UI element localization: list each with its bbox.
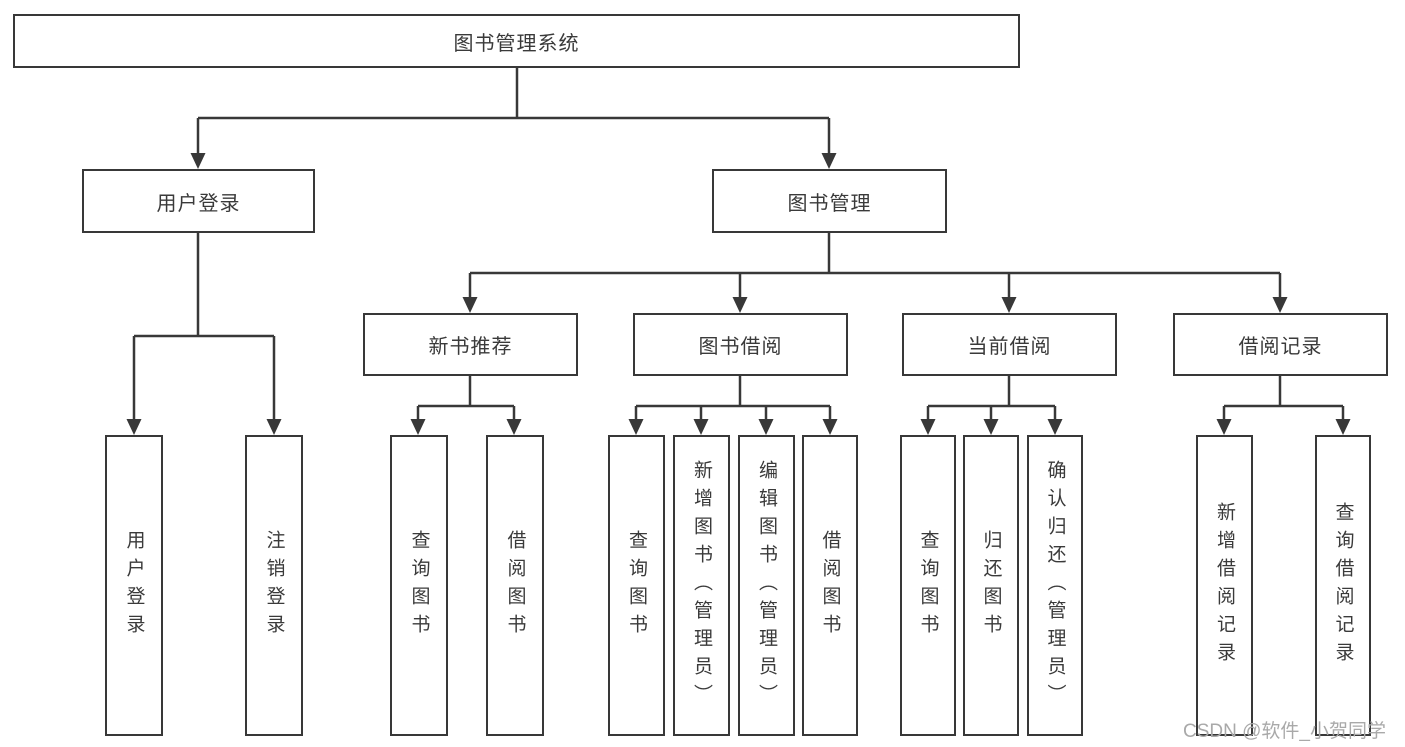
leaf-query-borrow-record: 查询借阅记录 bbox=[1315, 435, 1371, 736]
leaf-query-books-recommend: 查询图书 bbox=[390, 435, 448, 736]
connector-borrow-records-to-leaves bbox=[1222, 376, 1345, 421]
leaf-return-books: 归还图书 bbox=[963, 435, 1019, 736]
arrowhead bbox=[758, 419, 774, 435]
arrowhead bbox=[822, 419, 838, 435]
leaf-user-login: 用户登录 bbox=[105, 435, 163, 736]
arrowhead bbox=[410, 419, 426, 435]
arrowhead bbox=[126, 419, 142, 435]
connector-root-to-level2 bbox=[196, 68, 831, 155]
leaf-borrow-books: 借阅图书 bbox=[802, 435, 858, 736]
leaf-add-books-admin: 新增图书（管理员） bbox=[673, 435, 730, 736]
leaf-edit-books-admin: 编辑图书（管理员） bbox=[738, 435, 795, 736]
leaf-borrow-books-recommend: 借阅图书 bbox=[486, 435, 544, 736]
arrowhead bbox=[190, 153, 206, 169]
arrowhead bbox=[462, 297, 478, 313]
arrowhead bbox=[1047, 419, 1063, 435]
connector-book-mgmt-to-level3 bbox=[468, 233, 1282, 299]
leaf-logout: 注销登录 bbox=[245, 435, 303, 736]
arrowhead bbox=[821, 153, 837, 169]
leaf-query-books-current: 查询图书 bbox=[900, 435, 956, 736]
connector-book-borrow-to-leaves bbox=[634, 376, 832, 421]
node-current-borrowing: 当前借阅 bbox=[902, 313, 1117, 376]
leaf-query-books-borrowing: 查询图书 bbox=[608, 435, 665, 736]
node-root-library-system: 图书管理系统 bbox=[13, 14, 1020, 68]
connector-new-book-rec-to-leaves bbox=[416, 376, 516, 421]
arrowhead bbox=[983, 419, 999, 435]
arrowhead bbox=[628, 419, 644, 435]
leaf-confirm-return-admin: 确认归还（管理员） bbox=[1027, 435, 1083, 736]
leaf-add-borrow-record: 新增借阅记录 bbox=[1196, 435, 1253, 736]
node-borrowing-records: 借阅记录 bbox=[1173, 313, 1388, 376]
connector-current-borrow-to-leaves bbox=[926, 376, 1057, 421]
node-book-borrowing: 图书借阅 bbox=[633, 313, 848, 376]
connector-user-login-to-leaves bbox=[132, 233, 276, 421]
arrowhead bbox=[506, 419, 522, 435]
arrowhead bbox=[1216, 419, 1232, 435]
arrowhead bbox=[1335, 419, 1351, 435]
arrowhead bbox=[920, 419, 936, 435]
csdn-watermark: CSDN @软件_小贺同学 bbox=[1183, 721, 1386, 742]
node-book-management: 图书管理 bbox=[712, 169, 947, 233]
arrowhead bbox=[1272, 297, 1288, 313]
arrowhead bbox=[266, 419, 282, 435]
node-new-book-recommend: 新书推荐 bbox=[363, 313, 578, 376]
node-user-login: 用户登录 bbox=[82, 169, 315, 233]
arrowhead bbox=[1001, 297, 1017, 313]
arrowhead bbox=[693, 419, 709, 435]
arrowhead bbox=[732, 297, 748, 313]
